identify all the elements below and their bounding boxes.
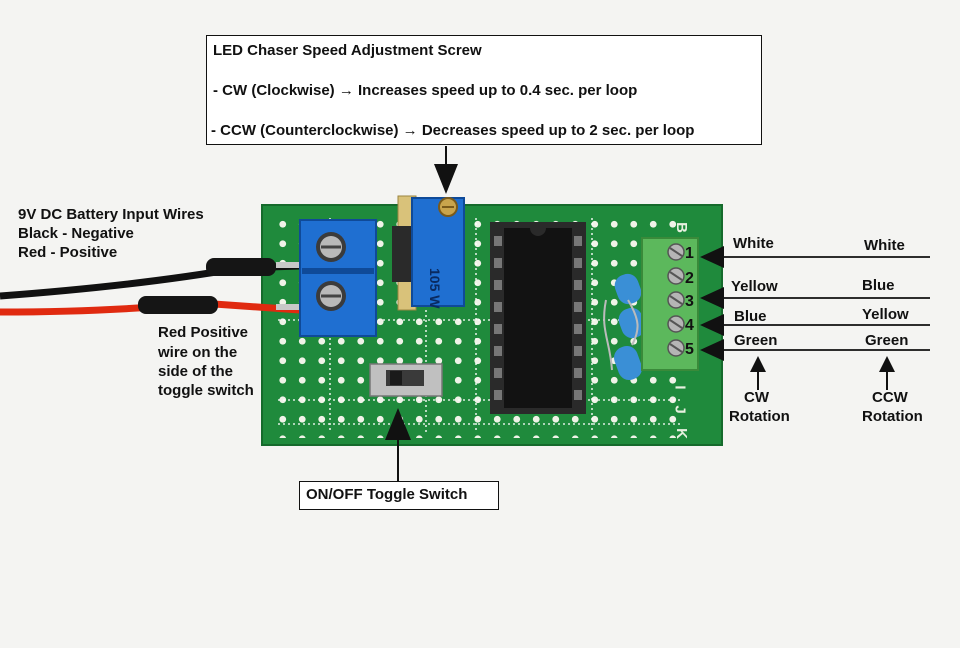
- board-letter-b: B: [672, 222, 690, 233]
- potentiometer: 105 W: [392, 195, 465, 311]
- ic-pin: [574, 390, 582, 400]
- pot-marking: 105 W: [427, 268, 443, 309]
- annotation-arrows: [385, 146, 930, 482]
- blue-terminal-block: [299, 219, 377, 337]
- ic-pin: [574, 346, 582, 356]
- cw-wire-4: Green: [734, 332, 778, 349]
- toggle-switch: [369, 363, 443, 397]
- battery-positive: Red - Positive: [18, 244, 118, 261]
- terminal-screw-slot: [669, 343, 683, 353]
- cw-label: CW: [744, 389, 769, 406]
- red-note-line1: Red Positive: [158, 324, 249, 341]
- speed-box-ccw: - CCW (Counterclockwise) → Decreases spe…: [211, 122, 695, 139]
- terminal-screw-slot: [669, 319, 683, 329]
- toggle-switch-label: ON/OFF Toggle Switch: [306, 486, 468, 503]
- green-terminal-block: [641, 237, 699, 371]
- ic-pin: [574, 236, 582, 246]
- cw-wire-3: Blue: [734, 308, 767, 325]
- terminal-number-2: 2: [685, 270, 694, 287]
- resistors: [603, 273, 646, 380]
- ic-pin: [494, 236, 502, 246]
- cw-rotation-label: Rotation: [729, 408, 790, 425]
- ic-pin: [494, 346, 502, 356]
- ic-pin: [494, 280, 502, 290]
- speed-adjustment-box: LED Chaser Speed Adjustment Screw - CW (…: [206, 35, 762, 145]
- board-letter-k: K: [672, 428, 690, 439]
- terminal-number-3: 3: [685, 293, 694, 310]
- ccw-wire-2: Blue: [862, 277, 895, 294]
- battery-title: 9V DC Battery Input Wires: [18, 206, 204, 223]
- terminal-screw-slot: [669, 271, 683, 281]
- pcb-trace-lines: [278, 218, 680, 432]
- ic-pin: [494, 324, 502, 334]
- ic-pin: [494, 302, 502, 312]
- ic-pin: [574, 258, 582, 268]
- red-note-line2: wire on the: [158, 344, 238, 361]
- toggle-switch-box: ON/OFF Toggle Switch: [299, 481, 499, 510]
- speed-box-title: LED Chaser Speed Adjustment Screw: [213, 42, 482, 59]
- ccw-wire-1: White: [864, 237, 905, 254]
- terminal-screw-slot: [669, 295, 683, 305]
- terminal-number-4: 4: [685, 317, 694, 334]
- terminal-screw-slot: [669, 247, 683, 257]
- cw-wire-1: White: [733, 235, 774, 252]
- ccw-wire-3: Yellow: [862, 306, 909, 323]
- board-letter-i: I: [671, 385, 689, 390]
- ic-chip: [490, 222, 586, 414]
- ic-pin: [574, 302, 582, 312]
- speed-box-cw: - CW (Clockwise) → Increases speed up to…: [213, 82, 638, 99]
- ccw-rotation-label: Rotation: [862, 408, 923, 425]
- ic-pin: [574, 368, 582, 378]
- board-letter-j: J: [671, 405, 689, 414]
- terminal-number-1: 1: [685, 245, 694, 262]
- ic-pin: [494, 258, 502, 268]
- cw-wire-2: Yellow: [731, 278, 778, 295]
- battery-wires: [0, 258, 304, 316]
- terminal-number-5: 5: [685, 341, 694, 358]
- ccw-wire-4: Green: [865, 332, 909, 349]
- ic-pin: [574, 280, 582, 290]
- battery-negative: Black - Negative: [18, 225, 134, 242]
- red-note-line4: toggle switch: [158, 382, 254, 399]
- ccw-label: CCW: [872, 389, 908, 406]
- red-note-line3: side of the: [158, 363, 234, 380]
- ic-pin: [574, 324, 582, 334]
- ic-pin: [494, 390, 502, 400]
- ic-pin: [494, 368, 502, 378]
